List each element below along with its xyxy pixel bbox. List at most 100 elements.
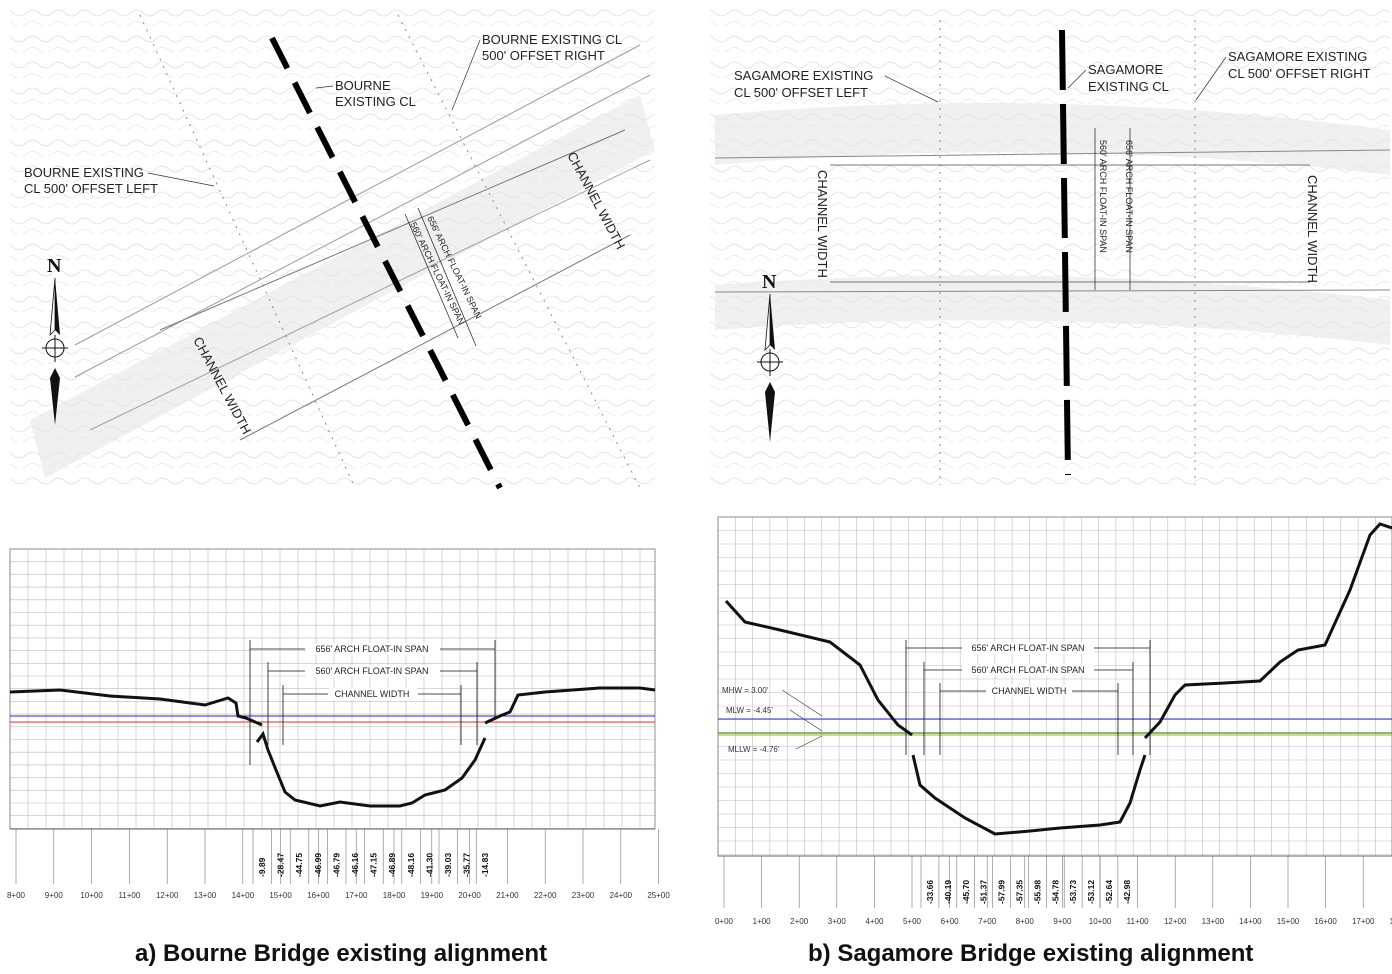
station-label: 14+00 <box>232 891 255 900</box>
station-label: 10+00 <box>1089 917 1112 926</box>
elevation-label: -33.66 <box>925 880 935 904</box>
sagamore-mllw-label: MLLW = -4.76' <box>728 745 780 754</box>
station-label: 0+00 <box>715 917 734 926</box>
station-label: 14+00 <box>1239 917 1262 926</box>
elevation-label: -52.64 <box>1104 880 1114 904</box>
sagamore-channel-band-south <box>715 275 1390 345</box>
bourne-ground-channel <box>255 730 487 808</box>
bourne-offset-left-line <box>139 14 356 489</box>
station-label: 20+00 <box>458 891 481 900</box>
sagamore-profile-span656: 656' ARCH FLOAT-IN SPAN <box>972 643 1085 653</box>
svg-text:N: N <box>762 271 777 293</box>
station-label: 13+00 <box>1202 917 1225 926</box>
sagamore-profile-channel: CHANNEL WIDTH <box>992 686 1067 696</box>
bourne-offset-right-line <box>397 14 641 489</box>
elevation-label: -9.89 <box>257 857 267 877</box>
sagamore-existing-cl-line <box>1059 29 1071 476</box>
station-label: 4+00 <box>865 917 884 926</box>
station-label: 8+00 <box>1016 917 1035 926</box>
sagamore-plan-arch560: 560' ARCH FLOAT-IN SPAN <box>1098 140 1108 253</box>
station-label: 8+00 <box>7 891 26 900</box>
station-label: 1+00 <box>753 917 772 926</box>
sagamore-mlw-label: MLW = -4.45' <box>726 706 773 715</box>
elevation-label: -53.73 <box>1068 880 1078 904</box>
sagamore-profile-span560: 560' ARCH FLOAT-IN SPAN <box>972 665 1085 675</box>
elevation-label: -28.47 <box>276 853 286 877</box>
sagamore-profile-grid <box>717 516 1392 857</box>
station-label: 11+00 <box>1127 917 1149 926</box>
bourne-cl-label-1: BOURNE <box>335 78 391 93</box>
station-label: 21+00 <box>496 891 519 900</box>
elevation-label: -42.98 <box>1122 880 1132 904</box>
sagamore-north-arrow-icon: N <box>757 271 783 442</box>
sagamore-left-label-1: SAGAMORE EXISTING <box>734 68 873 83</box>
station-label: 9+00 <box>1053 917 1072 926</box>
bourne-left-label-1: BOURNE EXISTING <box>24 165 144 180</box>
elevation-label: -53.12 <box>1086 880 1096 904</box>
station-label: 19+00 <box>421 891 444 900</box>
station-label: 10+00 <box>80 891 103 900</box>
svg-text:N: N <box>47 255 62 277</box>
sagamore-right-label-1: SAGAMORE EXISTING <box>1228 49 1367 64</box>
sagamore-cl-label-1: SAGAMORE <box>1088 62 1163 77</box>
station-label: 15+00 <box>269 891 292 900</box>
station-label: 5+00 <box>903 917 922 926</box>
station-label: 11+00 <box>118 891 140 900</box>
bourne-cl-label-2: EXISTING CL <box>335 94 416 109</box>
station-label: 18+00 <box>383 891 406 900</box>
bourne-north-arrow-icon: N <box>42 255 68 425</box>
station-label: 22+00 <box>534 891 557 900</box>
bourne-profile-channel: CHANNEL WIDTH <box>335 689 410 699</box>
bourne-right-label-2: 500' OFFSET RIGHT <box>482 48 605 63</box>
elevation-label: -40.19 <box>943 880 953 904</box>
station-label: 16+00 <box>307 891 330 900</box>
station-label: 25+00 <box>647 891 670 900</box>
station-label: 3+00 <box>828 917 847 926</box>
bourne-channel-band <box>30 95 655 478</box>
elevation-label: -35.77 <box>462 853 472 877</box>
sagamore-mhw-label: MHW = 3.00' <box>722 686 769 695</box>
elevation-label: -54.78 <box>1050 880 1060 904</box>
bourne-left-label-2: CL 500' OFFSET LEFT <box>24 181 158 196</box>
elevation-label: -46.89 <box>387 853 397 877</box>
sagamore-plan-channel-width-right: CHANNEL WIDTH <box>1305 175 1320 283</box>
sagamore-plan-arch656: 656' ARCH FLOAT-IN SPAN <box>1124 140 1134 253</box>
elevation-label: -48.16 <box>406 853 416 877</box>
bourne-caption: a) Bourne Bridge existing alignment <box>135 940 548 967</box>
station-label: 12+00 <box>1164 917 1187 926</box>
sagamore-caption: b) Sagamore Bridge existing alignment <box>808 940 1254 967</box>
elevation-label: -45.70 <box>961 880 971 904</box>
station-label: 15+00 <box>1277 917 1300 926</box>
elevation-label: -51.37 <box>979 880 989 904</box>
sagamore-right-label-2: CL 500' OFFSET RIGHT <box>1228 66 1371 81</box>
bourne-profile-span560: 560' ARCH FLOAT-IN SPAN <box>316 666 429 676</box>
elevation-label: -44.75 <box>294 853 304 877</box>
sagamore-channel-band-north <box>715 103 1390 175</box>
sagamore-plan-channel-width-left: CHANNEL WIDTH <box>815 170 830 278</box>
elevation-label: -14.83 <box>480 853 490 877</box>
bourne-profile-span656: 656' ARCH FLOAT-IN SPAN <box>316 644 429 654</box>
sagamore-ground-right <box>1143 522 1392 740</box>
elevation-label: -41.30 <box>424 853 434 877</box>
bourne-right-label-1: BOURNE EXISTING CL <box>482 32 622 47</box>
station-label: 9+00 <box>45 891 64 900</box>
station-label: 23+00 <box>572 891 595 900</box>
station-label: 13+00 <box>194 891 217 900</box>
sagamore-cl-label-2: EXISTING CL <box>1088 79 1169 94</box>
station-label: 17+00 <box>345 891 368 900</box>
elevation-label: -46.99 <box>313 853 323 877</box>
sagamore-left-label-2: CL 500' OFFSET LEFT <box>734 85 868 100</box>
station-label: 24+00 <box>610 891 633 900</box>
station-label: 2+00 <box>790 917 809 926</box>
elevation-label: -46.16 <box>350 853 360 877</box>
station-label: 18+00 <box>1390 917 1392 926</box>
elevation-label: -57.99 <box>997 880 1007 904</box>
elevation-label: -46.79 <box>331 853 341 877</box>
bourne-existing-cl-line <box>269 36 503 490</box>
bourne-ground-left <box>9 688 263 727</box>
sagamore-ground-channel <box>911 754 1147 836</box>
bourne-ground-right <box>484 686 656 725</box>
station-label: 16+00 <box>1314 917 1337 926</box>
bourne-plan-view: BOURNE EXISTING CL BOURNE EXISTING CL 50… <box>10 8 655 490</box>
